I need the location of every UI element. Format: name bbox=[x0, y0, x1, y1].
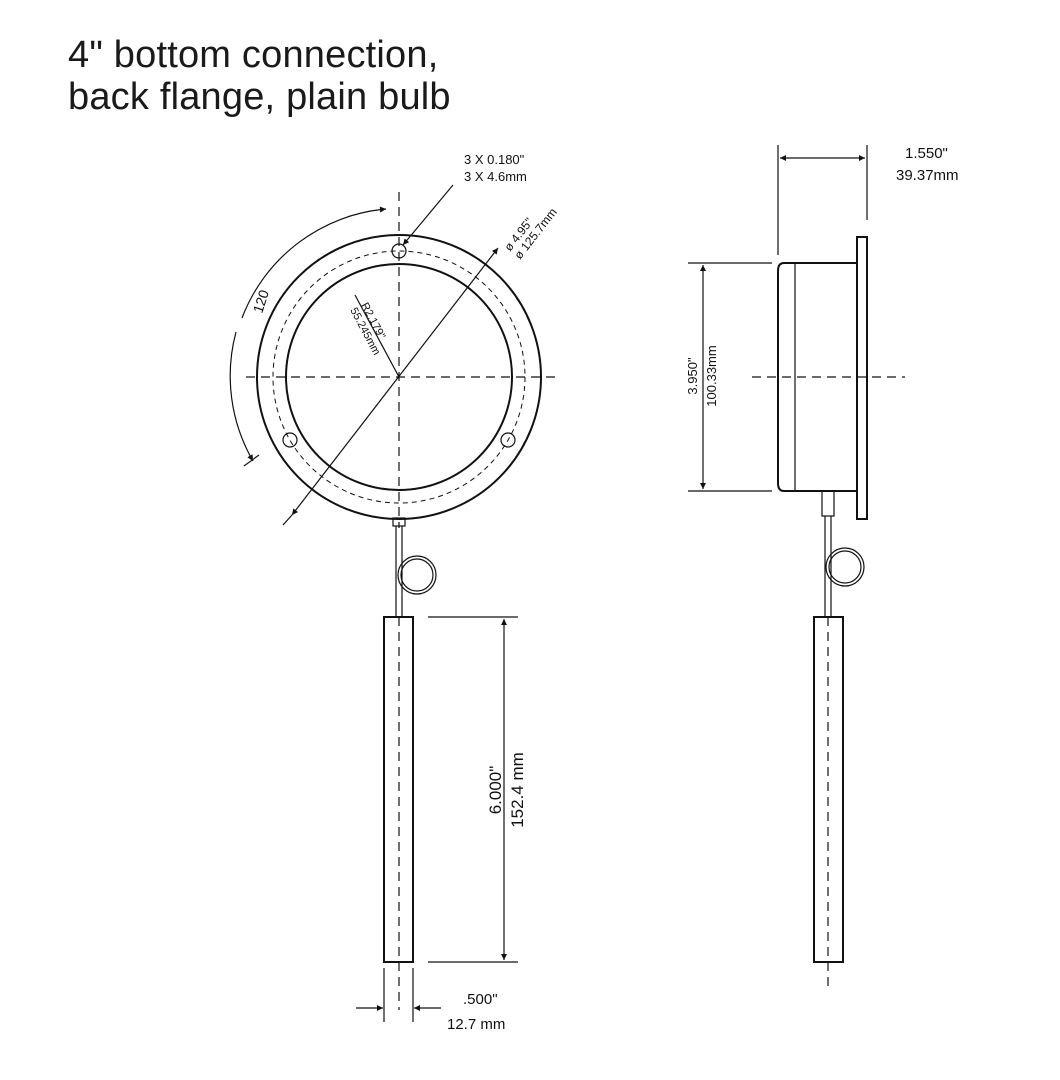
drawing-title: 4" bottom connection, back flange, plain… bbox=[68, 34, 451, 118]
height-label-line1: 3.950" bbox=[685, 357, 700, 395]
gauge-case bbox=[777, 262, 857, 492]
capillary-coil-outer bbox=[397, 555, 437, 595]
radius-leader bbox=[354, 294, 400, 378]
mounting-hole-right bbox=[500, 432, 516, 448]
bulb-length-label-line1: 6.000" bbox=[486, 766, 505, 815]
back-flange bbox=[856, 236, 868, 520]
mounting-hole-left bbox=[282, 432, 298, 448]
title-line-2: back flange, plain bulb bbox=[68, 76, 451, 118]
diameter-extension bbox=[282, 514, 293, 526]
angle-arc-top bbox=[241, 206, 387, 319]
angle-label: 120 bbox=[250, 288, 273, 315]
bulb-dimensions bbox=[356, 616, 518, 1022]
bulb-length-label-line2: 152.4 mm bbox=[508, 752, 527, 828]
title-line-1: 4" bottom connection, bbox=[68, 34, 439, 76]
bottom-connection-stub bbox=[392, 517, 406, 527]
angle-arc-bottom bbox=[229, 331, 254, 462]
height-label-line2: 100.33mm bbox=[704, 345, 719, 406]
side-dimensions bbox=[688, 145, 868, 492]
bulb-width-label-line1: .500" bbox=[463, 991, 498, 1008]
capillary-coil-inner bbox=[400, 558, 434, 592]
diameter-leader bbox=[291, 247, 499, 516]
bulb-width-label-line2: 12.7 mm bbox=[447, 1016, 505, 1033]
holes-label-line1: 3 X 0.180" bbox=[464, 152, 525, 167]
outer-flange-circle bbox=[256, 234, 542, 520]
front-view bbox=[229, 184, 560, 1010]
holes-label-line2: 3 X 4.6mm bbox=[464, 169, 527, 184]
hole-leader bbox=[402, 184, 454, 246]
depth-label-line2: 39.37mm bbox=[896, 167, 959, 184]
depth-label-line1: 1.550" bbox=[905, 145, 948, 162]
side-coil-outer bbox=[825, 547, 865, 587]
side-view bbox=[752, 236, 905, 992]
side-connection-stub bbox=[821, 490, 835, 517]
side-coil-inner bbox=[828, 550, 862, 584]
angle-tick bbox=[243, 454, 260, 467]
